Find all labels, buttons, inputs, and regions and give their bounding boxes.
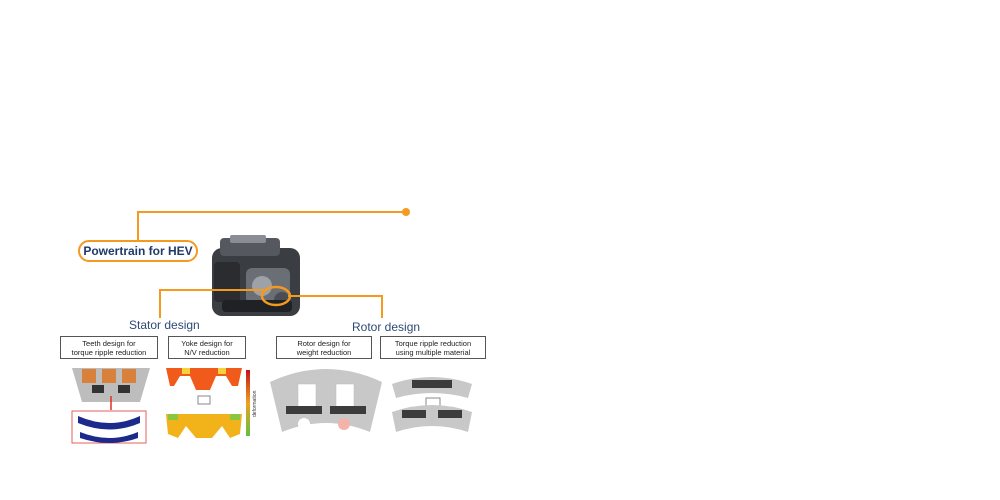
hev-label: Powertrain for HEV <box>78 240 198 262</box>
yoke-design-image <box>166 368 242 438</box>
rotor-weight-box: Rotor design for weight reduction <box>276 336 372 359</box>
rotor-material-image <box>392 377 472 432</box>
connector-top <box>138 212 406 240</box>
colorbar-label: deformation <box>252 372 260 436</box>
rotor-title: Rotor design <box>352 320 420 334</box>
stator-title: Stator design <box>129 318 200 332</box>
connector-dot <box>402 208 410 216</box>
rotor-material-box: Torque ripple reduction using multiple m… <box>380 336 486 359</box>
deformation-colorbar <box>246 370 250 436</box>
rotor-weight-image <box>270 369 382 432</box>
engine-image <box>212 235 300 316</box>
connector-rotor <box>288 296 382 318</box>
teeth-design-image <box>72 368 150 443</box>
teeth-design-box: Teeth design for torque ripple reduction <box>60 336 158 359</box>
yoke-design-box: Yoke design for N/V reduction <box>168 336 246 359</box>
